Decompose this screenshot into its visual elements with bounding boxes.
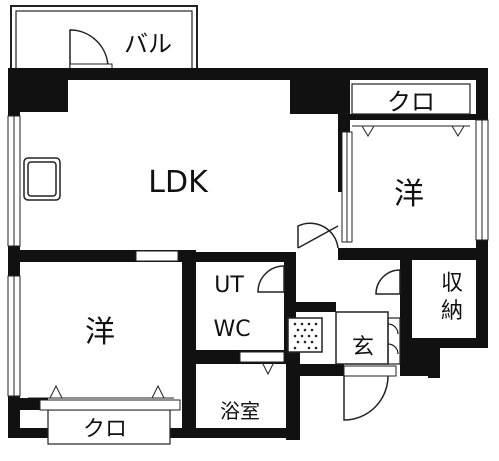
door-storage bbox=[375, 269, 401, 295]
closet-bottom-rail bbox=[39, 399, 181, 411]
closet-top-doors bbox=[352, 125, 470, 137]
closet-bottom-frame bbox=[47, 409, 171, 445]
label-entrance: 玄 bbox=[352, 335, 374, 360]
sliding-door-ldk-western bbox=[135, 250, 179, 262]
door-bath bbox=[239, 351, 285, 376]
label-balcony: バル bbox=[124, 30, 172, 58]
toilet-fixture bbox=[287, 317, 323, 353]
label-western-left: 洋 bbox=[85, 315, 115, 350]
front-door-threshold bbox=[343, 365, 397, 377]
door-ut bbox=[257, 265, 285, 293]
label-closet-bottom: クロ bbox=[83, 417, 127, 442]
closet-top-frame bbox=[351, 83, 471, 115]
label-toilet: WC bbox=[213, 317, 250, 342]
door-front bbox=[343, 375, 389, 421]
label-storage-line1: 収 bbox=[441, 271, 463, 296]
kitchen-sink bbox=[23, 157, 61, 201]
door-hallway-ldk bbox=[297, 222, 339, 249]
label-closet-top: クロ bbox=[387, 88, 435, 116]
entrance-shoe-cabinet bbox=[387, 317, 401, 365]
sliding-door-western-right bbox=[341, 131, 353, 243]
window-ldk-left bbox=[7, 115, 21, 247]
label-bath: 浴室 bbox=[220, 399, 260, 423]
closet-bottom-doors bbox=[28, 384, 174, 399]
window-western-left bbox=[7, 275, 21, 397]
balcony-door bbox=[69, 29, 109, 69]
label-storage-line2: 納 bbox=[441, 299, 463, 324]
interior-walls bbox=[8, 80, 488, 440]
label-ldk: LDK bbox=[148, 165, 209, 200]
label-western-right: 洋 bbox=[394, 177, 424, 212]
label-utility: UT bbox=[214, 273, 244, 298]
window-western-right bbox=[475, 119, 489, 241]
